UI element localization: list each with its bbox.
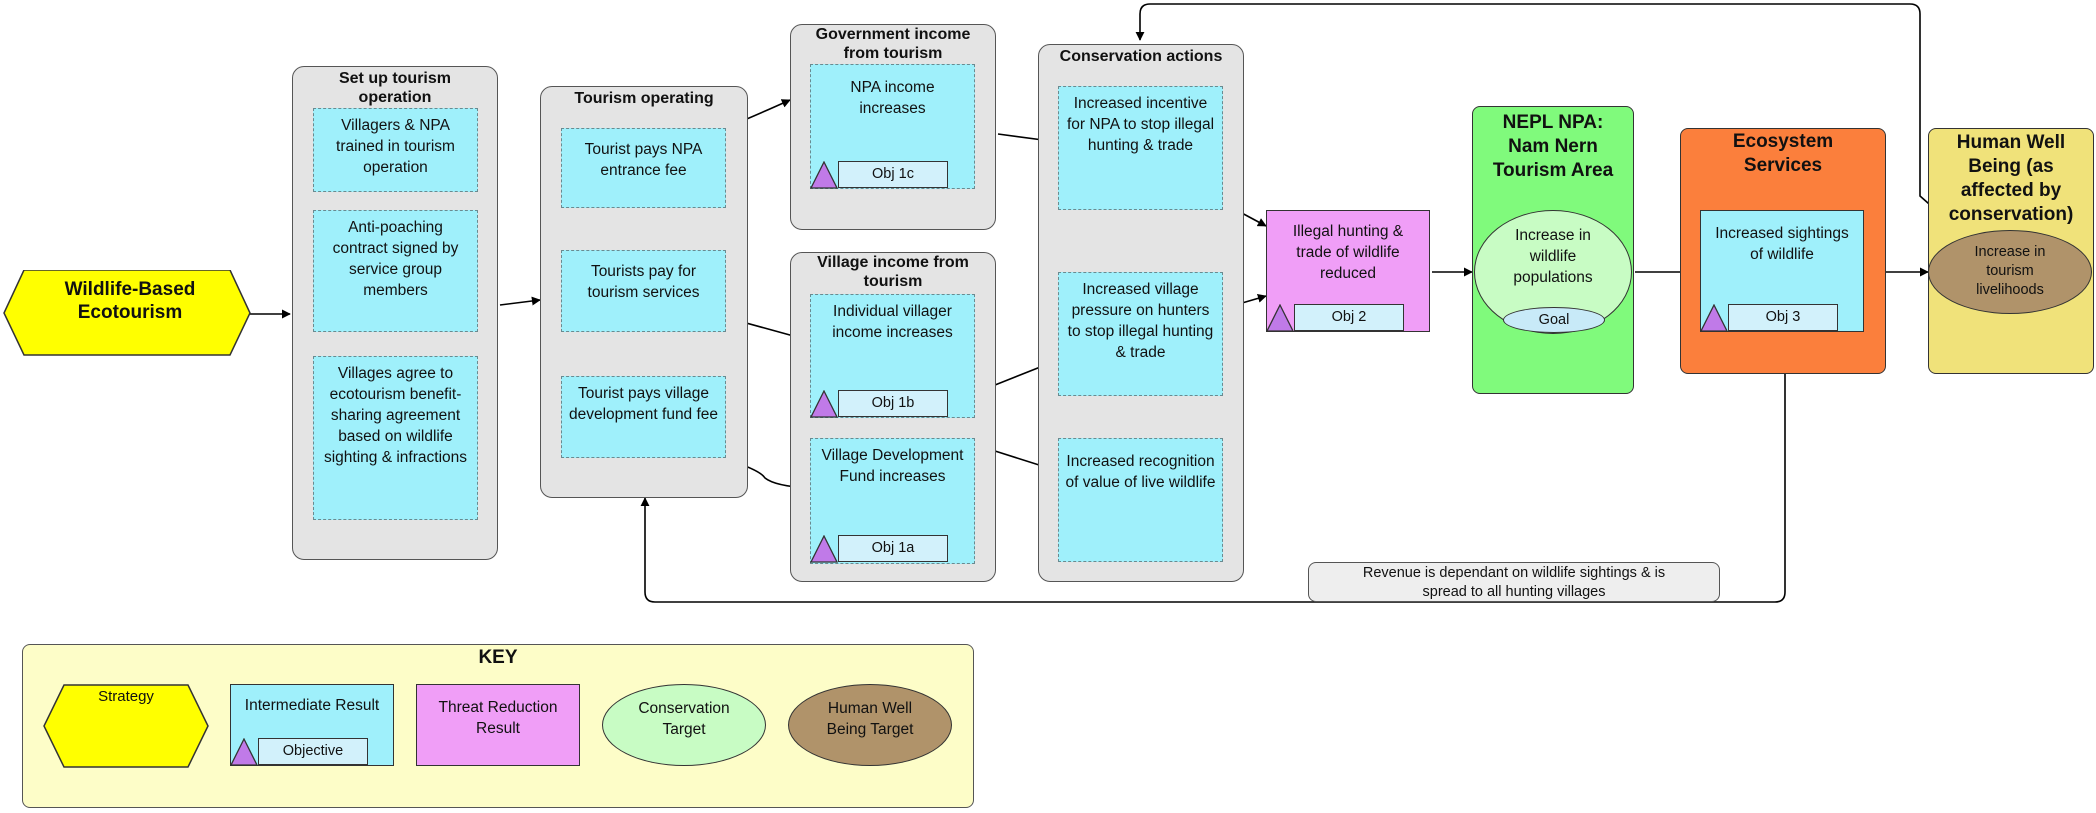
ir-village-pressure: Increased village pressure on hunters to… <box>1058 272 1223 396</box>
key-threat-box: Threat Reduction Result <box>416 684 580 766</box>
objective-2: Obj 2 <box>1294 304 1404 331</box>
key-title: KEY <box>478 647 518 668</box>
key-objective: Objective <box>258 738 368 765</box>
objective-triangle-icon <box>1700 304 1728 332</box>
goal-badge: Goal <box>1503 307 1605 333</box>
ecosystem-services-title: Ecosystem Services <box>1732 131 1834 176</box>
group-setup-title: Set up tourism operation <box>338 70 451 106</box>
revenue-note: Revenue is dependant on wildlife sightin… <box>1308 562 1720 602</box>
key-conservation-target-ellipse: Conservation Target <box>602 684 766 766</box>
arrow-setup-operating <box>499 296 541 306</box>
objective-1c: Obj 1c <box>838 161 948 188</box>
key-strategy-label: Strategy <box>98 688 154 705</box>
group-operating-title: Tourism operating <box>574 90 714 107</box>
strategy-hexagon <box>3 270 251 356</box>
strategy-label: Wildlife-Based Ecotourism <box>64 279 196 323</box>
key-strategy-hexagon <box>43 684 209 768</box>
ir-npa-fee: Tourist pays NPA entrance fee <box>561 128 726 208</box>
human-wellbeing-target-text: Increase in tourism livelihoods <box>1974 244 2046 298</box>
objective-triangle-icon <box>810 161 838 189</box>
objective-3: Obj 3 <box>1728 304 1838 331</box>
key-threat-label: Threat Reduction Result <box>438 699 558 737</box>
ir-benefit-sharing: Villages agree to ecotourism benefit-sha… <box>313 356 478 520</box>
group-conservation-actions-title: Conservation actions <box>1059 48 1223 65</box>
objective-1b: Obj 1b <box>838 390 948 417</box>
threat-reduction-text: Illegal hunting & trade of wildlife redu… <box>1292 223 1404 282</box>
human-wellbeing-target-ellipse: Increase in tourism livelihoods <box>1928 230 2092 314</box>
objective-triangle-icon <box>810 535 838 563</box>
human-wellbeing-title: Human Well Being (as affected by conserv… <box>1948 132 2074 225</box>
arrow-wellbeing-feedback-top <box>1135 3 1971 241</box>
group-gov-income-title: Government income from tourism <box>815 26 971 62</box>
ir-antipoaching: Anti-poaching contract signed by service… <box>313 210 478 332</box>
objective-triangle-icon <box>230 738 258 766</box>
conservation-target-text: Increase in wildlife populations <box>1513 227 1593 286</box>
conservation-area-title: NEPL NPA: Nam Nern Tourism Area <box>1492 112 1614 181</box>
ir-vdf-fee: Tourist pays village development fund fe… <box>561 376 726 458</box>
ir-trained: Villagers & NPA trained in tourism opera… <box>313 108 478 192</box>
ir-npa-income: NPA income increases <box>810 64 975 189</box>
ir-tourism-services: Tourists pay for tourism services <box>561 250 726 332</box>
objective-1a: Obj 1a <box>838 535 948 562</box>
key-ir-label: Intermediate Result <box>244 697 380 714</box>
key-human-target-ellipse: Human Well Being Target <box>788 684 952 766</box>
ir-value-recognition: Increased recognition of value of live w… <box>1058 438 1223 562</box>
key-human-target-label: Human Well Being Target <box>826 700 914 738</box>
group-village-income-title: Village income from tourism <box>817 254 969 290</box>
objective-triangle-icon <box>810 390 838 418</box>
objective-triangle-icon <box>1266 304 1294 332</box>
key-conservation-target-label: Conservation Target <box>638 700 730 738</box>
ir-npa-incentive: Increased incentive for NPA to stop ille… <box>1058 86 1223 210</box>
arrow-revenue-feedback <box>640 330 1786 603</box>
